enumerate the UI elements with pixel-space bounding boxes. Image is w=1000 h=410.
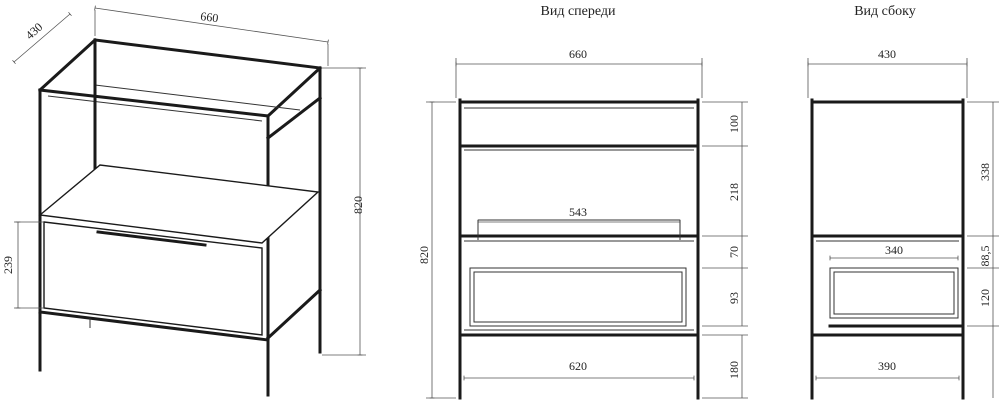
side-view-title: Вид сбоку [854,4,916,19]
iso-drawer [43,221,263,336]
front-drawer-box-label: 93 [727,292,741,304]
front-top-section-label: 100 [727,115,741,133]
isometric-view: 660 430 820 239 [1,5,366,397]
iso-top-back-rail [93,38,322,70]
front-inner-width-label: 620 [569,359,587,373]
side-drawer-box-label: 120 [978,289,992,307]
iso-shelf [38,164,320,244]
side-drawer-front-label: 88,5 [978,246,992,267]
iso-inner-rail [94,84,301,111]
side-upper-section-label: 338 [978,163,992,181]
front-view-title: Вид спереди [540,4,616,19]
front-drawer-box [469,267,687,327]
iso-drawer-handle [96,230,207,247]
front-drawer-inner-width-label: 543 [569,205,587,219]
iso-depth-label: 430 [23,20,46,42]
side-view: Вид сбоку 430 338 88,5 120 340 390 [807,4,999,400]
iso-top-right-rail [265,65,323,119]
front-width-label: 660 [569,47,587,61]
iso-width-label: 660 [200,9,220,25]
front-drawer-front-label: 70 [727,246,741,258]
front-legs-label: 180 [727,361,741,379]
side-drawer-box [829,267,959,319]
side-width-label: 430 [878,47,896,61]
front-height-label: 820 [417,246,431,264]
front-open-shelf-label: 218 [727,183,741,201]
front-view: Вид спереди 660 820 100 218 70 93 180 [417,4,748,400]
iso-height-label: 820 [351,196,365,214]
iso-drawer-height-label: 239 [1,256,15,274]
iso-top-left-rail [37,37,98,93]
iso-top-front-rail [38,88,270,118]
side-drawer-depth-label: 340 [885,243,903,257]
side-inner-depth-label: 390 [878,359,896,373]
